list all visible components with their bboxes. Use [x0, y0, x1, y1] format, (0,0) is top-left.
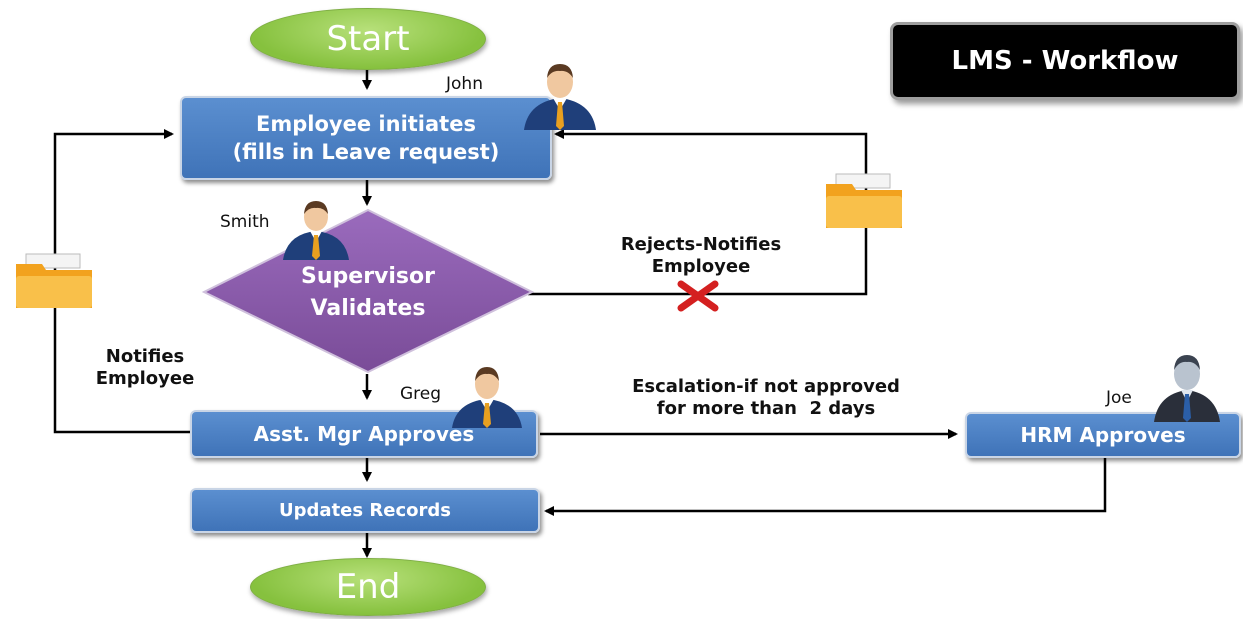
person-icon	[524, 64, 596, 130]
person-icon	[452, 367, 522, 428]
supervisor-line1: Supervisor	[301, 264, 435, 289]
escalation-label: Escalation-if not approved for more than…	[586, 376, 946, 420]
folder-icon	[826, 173, 902, 228]
supervisor-diamond	[201, 208, 535, 374]
folder-icon	[16, 253, 92, 308]
reject-label-line1: Rejects-Notifies	[620, 234, 782, 255]
person-icon	[283, 201, 349, 260]
diagram-title: LMS - Workflow	[890, 22, 1240, 100]
start-node: Start	[250, 8, 486, 70]
person-name-john: John	[446, 74, 483, 94]
notify-label-line1: Notifies	[105, 346, 185, 367]
person-name-smith: Smith	[220, 212, 270, 232]
person-icon	[1154, 355, 1220, 422]
supervisor-validates-node: Supervisor Validates	[238, 258, 498, 328]
escalation-label-line1: Escalation-if not approved	[632, 376, 900, 397]
notify-label: Notifies Employee	[70, 346, 220, 390]
reject-label: Rejects-Notifies Employee	[586, 234, 816, 278]
supervisor-line2: Validates	[310, 296, 426, 321]
person-name-joe: Joe	[1106, 388, 1132, 408]
employee-initiates-line1: Employee initiates	[256, 112, 476, 136]
updates-records-node: Updates Records	[190, 488, 540, 533]
end-node: End	[250, 558, 486, 616]
person-name-greg: Greg	[400, 384, 442, 404]
employee-initiates-line2: (fills in Leave request)	[232, 140, 500, 164]
employee-initiates-node: Employee initiates (fills in Leave reque…	[180, 96, 552, 180]
reject-x-icon	[677, 280, 719, 312]
reject-label-line2: Employee	[651, 256, 751, 277]
escalation-label-line2: for more than 2 days	[656, 398, 876, 419]
notify-label-line2: Employee	[95, 368, 195, 389]
arrow-hrm-to-updates	[544, 458, 1107, 516]
